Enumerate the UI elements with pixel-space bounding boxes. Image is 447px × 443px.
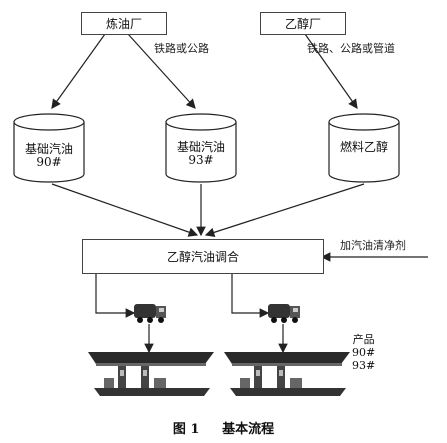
tank-gasoline-93 <box>165 113 237 183</box>
tanker-truck-1-icon <box>134 304 166 323</box>
arrow-refinery-to-tank93 <box>127 33 196 109</box>
tanker-truck-2-icon <box>268 304 300 323</box>
figure-number: 图 1 <box>172 422 200 437</box>
ethanol-plant-label: 乙醇厂 <box>284 17 321 31</box>
figure-spacer <box>204 422 218 437</box>
tank-fuel-ethanol <box>328 113 400 183</box>
blending-box: 乙醇汽油调合 <box>82 239 324 274</box>
product-label: 产品 90# 93# <box>352 333 375 372</box>
line-to-truck-1 <box>95 273 136 318</box>
tank-1-grade: 90# <box>36 155 62 169</box>
tank-2-name: 基础汽油 <box>176 140 225 154</box>
tank-gasoline-90 <box>13 113 85 183</box>
figure-title: 基本流程 <box>222 422 275 437</box>
product-grade-90: 90# <box>352 346 376 359</box>
arrow-tank90-to-blending <box>51 183 199 237</box>
tank-2-label: 基础汽油 93# <box>166 141 236 167</box>
tank-3-label: 燃料乙醇 <box>329 141 399 154</box>
ethanol-route-label: 铁路、公路或管道 <box>307 42 395 55</box>
gas-station-2-icon <box>224 352 350 396</box>
tank-1-label: 基础汽油 90# <box>14 143 84 169</box>
ethanol-plant-box: 乙醇厂 <box>260 12 346 35</box>
additive-label: 加汽油清净剂 <box>340 239 406 252</box>
gas-station-1-icon <box>88 352 214 396</box>
tank-2-grade: 93# <box>188 153 214 167</box>
product-grade-93: 93# <box>352 359 376 372</box>
arrow-ethanol-to-blending <box>204 183 365 237</box>
blending-label: 乙醇汽油调合 <box>166 250 239 264</box>
refinery-label: 炼油厂 <box>105 17 142 31</box>
tank-3-name: 燃料乙醇 <box>339 140 388 154</box>
line-to-truck-2 <box>231 273 270 318</box>
tank-1-name: 基础汽油 <box>24 142 73 156</box>
arrow-refinery-to-tank90 <box>51 33 106 109</box>
product-title: 产品 <box>352 333 375 346</box>
figure-caption: 图 1 基本流程 <box>0 418 447 437</box>
refinery-route-label: 铁路或公路 <box>154 42 209 55</box>
refinery-box: 炼油厂 <box>81 12 167 35</box>
arrow-ethanol-plant-to-tank <box>304 33 358 109</box>
